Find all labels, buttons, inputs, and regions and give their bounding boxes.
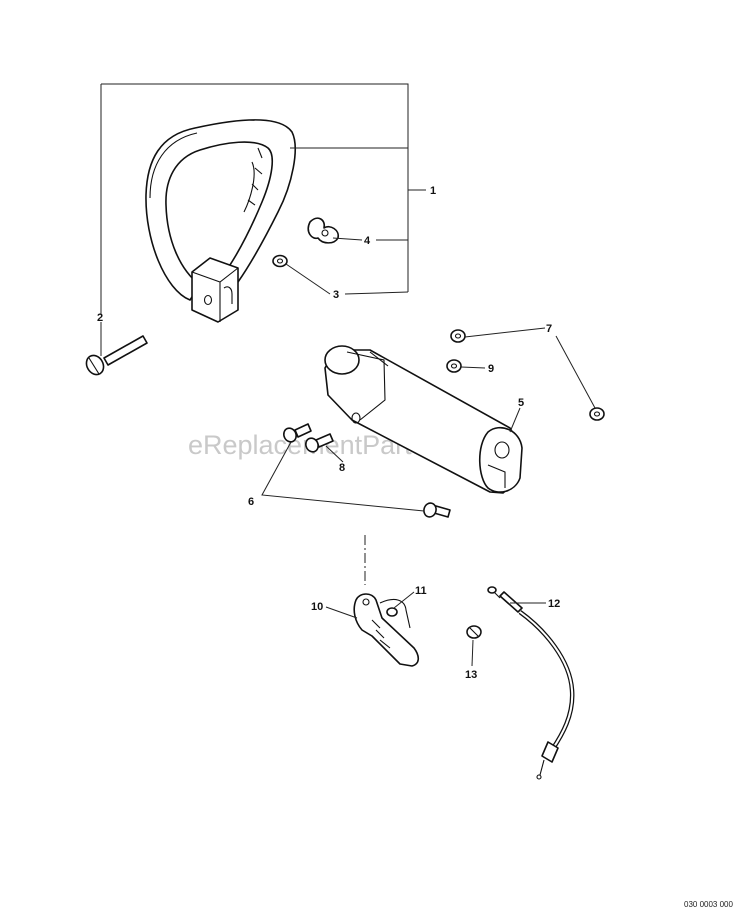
nut-part-upper [450, 329, 466, 343]
callout-9: 9 [488, 363, 494, 375]
handle-bracket-part [324, 345, 523, 494]
throttle-lever-part [353, 593, 420, 667]
washer-part [272, 254, 288, 268]
callout-12: 12 [548, 598, 560, 610]
screw-part-8 [305, 433, 334, 453]
callout-8: 8 [339, 462, 345, 474]
screw-part-lower [423, 502, 451, 518]
reference-number: 030 0003 000 [684, 900, 733, 909]
callout-7: 7 [546, 323, 552, 335]
callout-6: 6 [248, 496, 254, 508]
callout-1: 1 [430, 185, 436, 197]
screw-part-upper [283, 423, 312, 443]
callout-4: 4 [364, 235, 371, 247]
callout-3: 3 [333, 289, 339, 301]
small-nut-part [386, 607, 398, 617]
clip-part [466, 625, 482, 639]
callout-13: 13 [465, 669, 477, 681]
wing-nut-part [307, 217, 340, 244]
throttle-cable-part [487, 586, 575, 780]
long-bolt-part [85, 335, 148, 376]
callout-11: 11 [415, 585, 427, 597]
nut-part-lower [589, 407, 605, 421]
callout-2: 2 [97, 312, 103, 324]
handle-loop-part [145, 119, 296, 323]
callout-5: 5 [518, 397, 524, 409]
nut-part-9 [446, 359, 462, 373]
leader-lines [100, 83, 596, 667]
callout-10: 10 [311, 601, 323, 613]
